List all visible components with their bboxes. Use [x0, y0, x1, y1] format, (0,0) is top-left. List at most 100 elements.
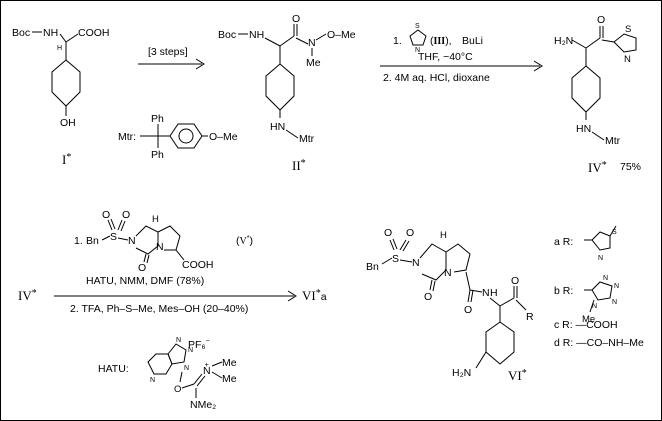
- step2-prefix: 1.: [393, 35, 402, 47]
- hatu-ring-n2: N: [176, 337, 181, 344]
- r-b-me: Me: [582, 314, 595, 325]
- r-a-s: S: [612, 229, 617, 236]
- mtr-ph-bottom: Ph: [151, 149, 164, 161]
- V-h: H: [152, 214, 159, 225]
- arrow-step-3: HATU, NMM, DMF (78%) IV* 2. TFA, Ph–S–Me…: [18, 275, 327, 315]
- r-group-b: b R: N N N N Me: [554, 275, 619, 325]
- VI-o1: O: [384, 227, 392, 239]
- compound-V: 1. Bn S O O N H N O COOH (V*): [74, 209, 253, 274]
- VI-bn: Bn: [366, 261, 379, 273]
- II-ome: O–Me: [327, 29, 356, 41]
- IV-ring-s: S: [625, 24, 631, 35]
- II-hn: HN: [270, 121, 285, 133]
- IV-mtr: Mtr: [605, 135, 621, 147]
- VI-label: VI*: [508, 368, 527, 383]
- hatu-structure: HATU: N N N N PF₆− O N+ Me Me NMe₂: [98, 337, 237, 411]
- mtr-ph-top: Ph: [151, 113, 164, 125]
- mtr-ome: O–Me: [209, 131, 238, 143]
- step3-prefix: 1.: [74, 235, 83, 247]
- II-label: II*: [292, 158, 306, 173]
- step3-line2: 2. TFA, Ph–S–Me, Mes–OH (20–40%): [70, 303, 248, 315]
- hatu-me1: Me: [222, 357, 237, 369]
- I-h: H: [57, 45, 62, 52]
- VI-nh-h: H: [490, 287, 498, 299]
- r-b-label: b R:: [554, 285, 573, 297]
- step2-line2: 2. 4M aq. HCl, dioxane: [383, 72, 490, 84]
- compound-II: Boc NH O N O–Me Me HN Mtr II*: [218, 13, 356, 173]
- VI-amide-o: O: [464, 304, 472, 316]
- IV-yield: 75%: [620, 161, 641, 173]
- arrow-step-1: [3 steps]: [138, 46, 205, 70]
- step2-compound-iii: (III),: [430, 35, 452, 47]
- IV-left-label: IV*: [18, 288, 37, 303]
- I-label: I*: [62, 152, 71, 167]
- VI-n1: N: [412, 257, 420, 269]
- II-o: O: [292, 13, 300, 25]
- step2-line1b: THF, −40°C: [418, 51, 473, 63]
- hatu-label: HATU:: [98, 363, 129, 375]
- VI-h2n: H₂N: [452, 367, 471, 379]
- hatu-ring-n1: N: [150, 377, 155, 384]
- II-mtr: Mtr: [299, 133, 315, 145]
- r-b-n2: N: [614, 283, 619, 290]
- hatu-me2: Me: [222, 373, 237, 385]
- V-cooh: COOH: [182, 259, 214, 271]
- V-bn: Bn: [86, 235, 99, 247]
- VI-r: R: [526, 311, 534, 323]
- compound-VI: Bn S O O N H N O O N H O R: [366, 227, 534, 383]
- step1-label: [3 steps]: [148, 46, 188, 58]
- V-label: (V*): [236, 235, 253, 247]
- IV-o: O: [597, 14, 605, 26]
- I-nh: NH: [43, 27, 58, 39]
- step2-thiazole-s: S: [415, 23, 420, 30]
- hatu-ring-n3: N: [188, 347, 193, 354]
- step2-reagent: BuLi: [462, 35, 483, 47]
- II-boc: Boc: [218, 29, 236, 41]
- I-cooh: COOH: [78, 27, 110, 39]
- hatu-o: O: [174, 384, 181, 395]
- I-oh: OH: [60, 117, 76, 129]
- VI-o-lactam: O: [424, 291, 432, 303]
- VI-o2: O: [406, 227, 414, 239]
- V-o-lactam: O: [138, 262, 146, 274]
- VIa-label: VI*a: [302, 288, 327, 303]
- r-b-n1: N: [603, 275, 608, 282]
- hatu-ring-n4: N: [184, 365, 189, 372]
- V-n2: N: [156, 241, 164, 253]
- r-a-label: a R:: [554, 236, 573, 248]
- r-d-label: d R: —CO–NH–Me: [554, 337, 644, 349]
- IV-ring-n: N: [624, 54, 631, 65]
- r-c-label: c R: —COOH: [554, 319, 618, 331]
- V-n1: N: [128, 235, 136, 247]
- step2-thiazole-n: N: [415, 47, 420, 54]
- II-nh: NH: [249, 29, 264, 41]
- II-me: Me: [306, 57, 321, 69]
- r-b-n4: N: [592, 303, 597, 310]
- IV-label: IV*: [588, 160, 607, 175]
- mtr-definition: Mtr: Ph Ph O–Me: [118, 113, 238, 161]
- hatu-n-plus: N+: [203, 362, 211, 377]
- hatu-nme2: NMe₂: [190, 399, 216, 411]
- VI-n2: N: [444, 267, 452, 279]
- compound-I: Boc NH COOH H OH I*: [12, 27, 110, 167]
- IV-hn: HN: [576, 123, 591, 135]
- VI-nh: N: [482, 287, 490, 299]
- II-n: N: [308, 37, 316, 49]
- r-b-n3: N: [612, 299, 617, 306]
- V-s: S: [110, 231, 117, 243]
- compound-IV: H₂N O S N HN Mtr IV* 75%: [554, 14, 641, 175]
- VI-s: S: [392, 253, 399, 265]
- mtr-prefix: Mtr:: [118, 131, 136, 143]
- V-o2: O: [122, 209, 130, 221]
- step3-line1b: HATU, NMM, DMF (78%): [86, 275, 204, 287]
- arrow-step-2: 1. S N (III), BuLi THF, −40°C 2. 4M aq. …: [380, 23, 543, 84]
- I-boc: Boc: [12, 27, 30, 39]
- r-group-a: a R: S N: [554, 225, 617, 262]
- hatu-pf6: PF₆−: [188, 338, 210, 351]
- VI-h: H: [440, 230, 447, 241]
- V-o1: O: [102, 209, 110, 221]
- r-a-n: N: [598, 255, 603, 262]
